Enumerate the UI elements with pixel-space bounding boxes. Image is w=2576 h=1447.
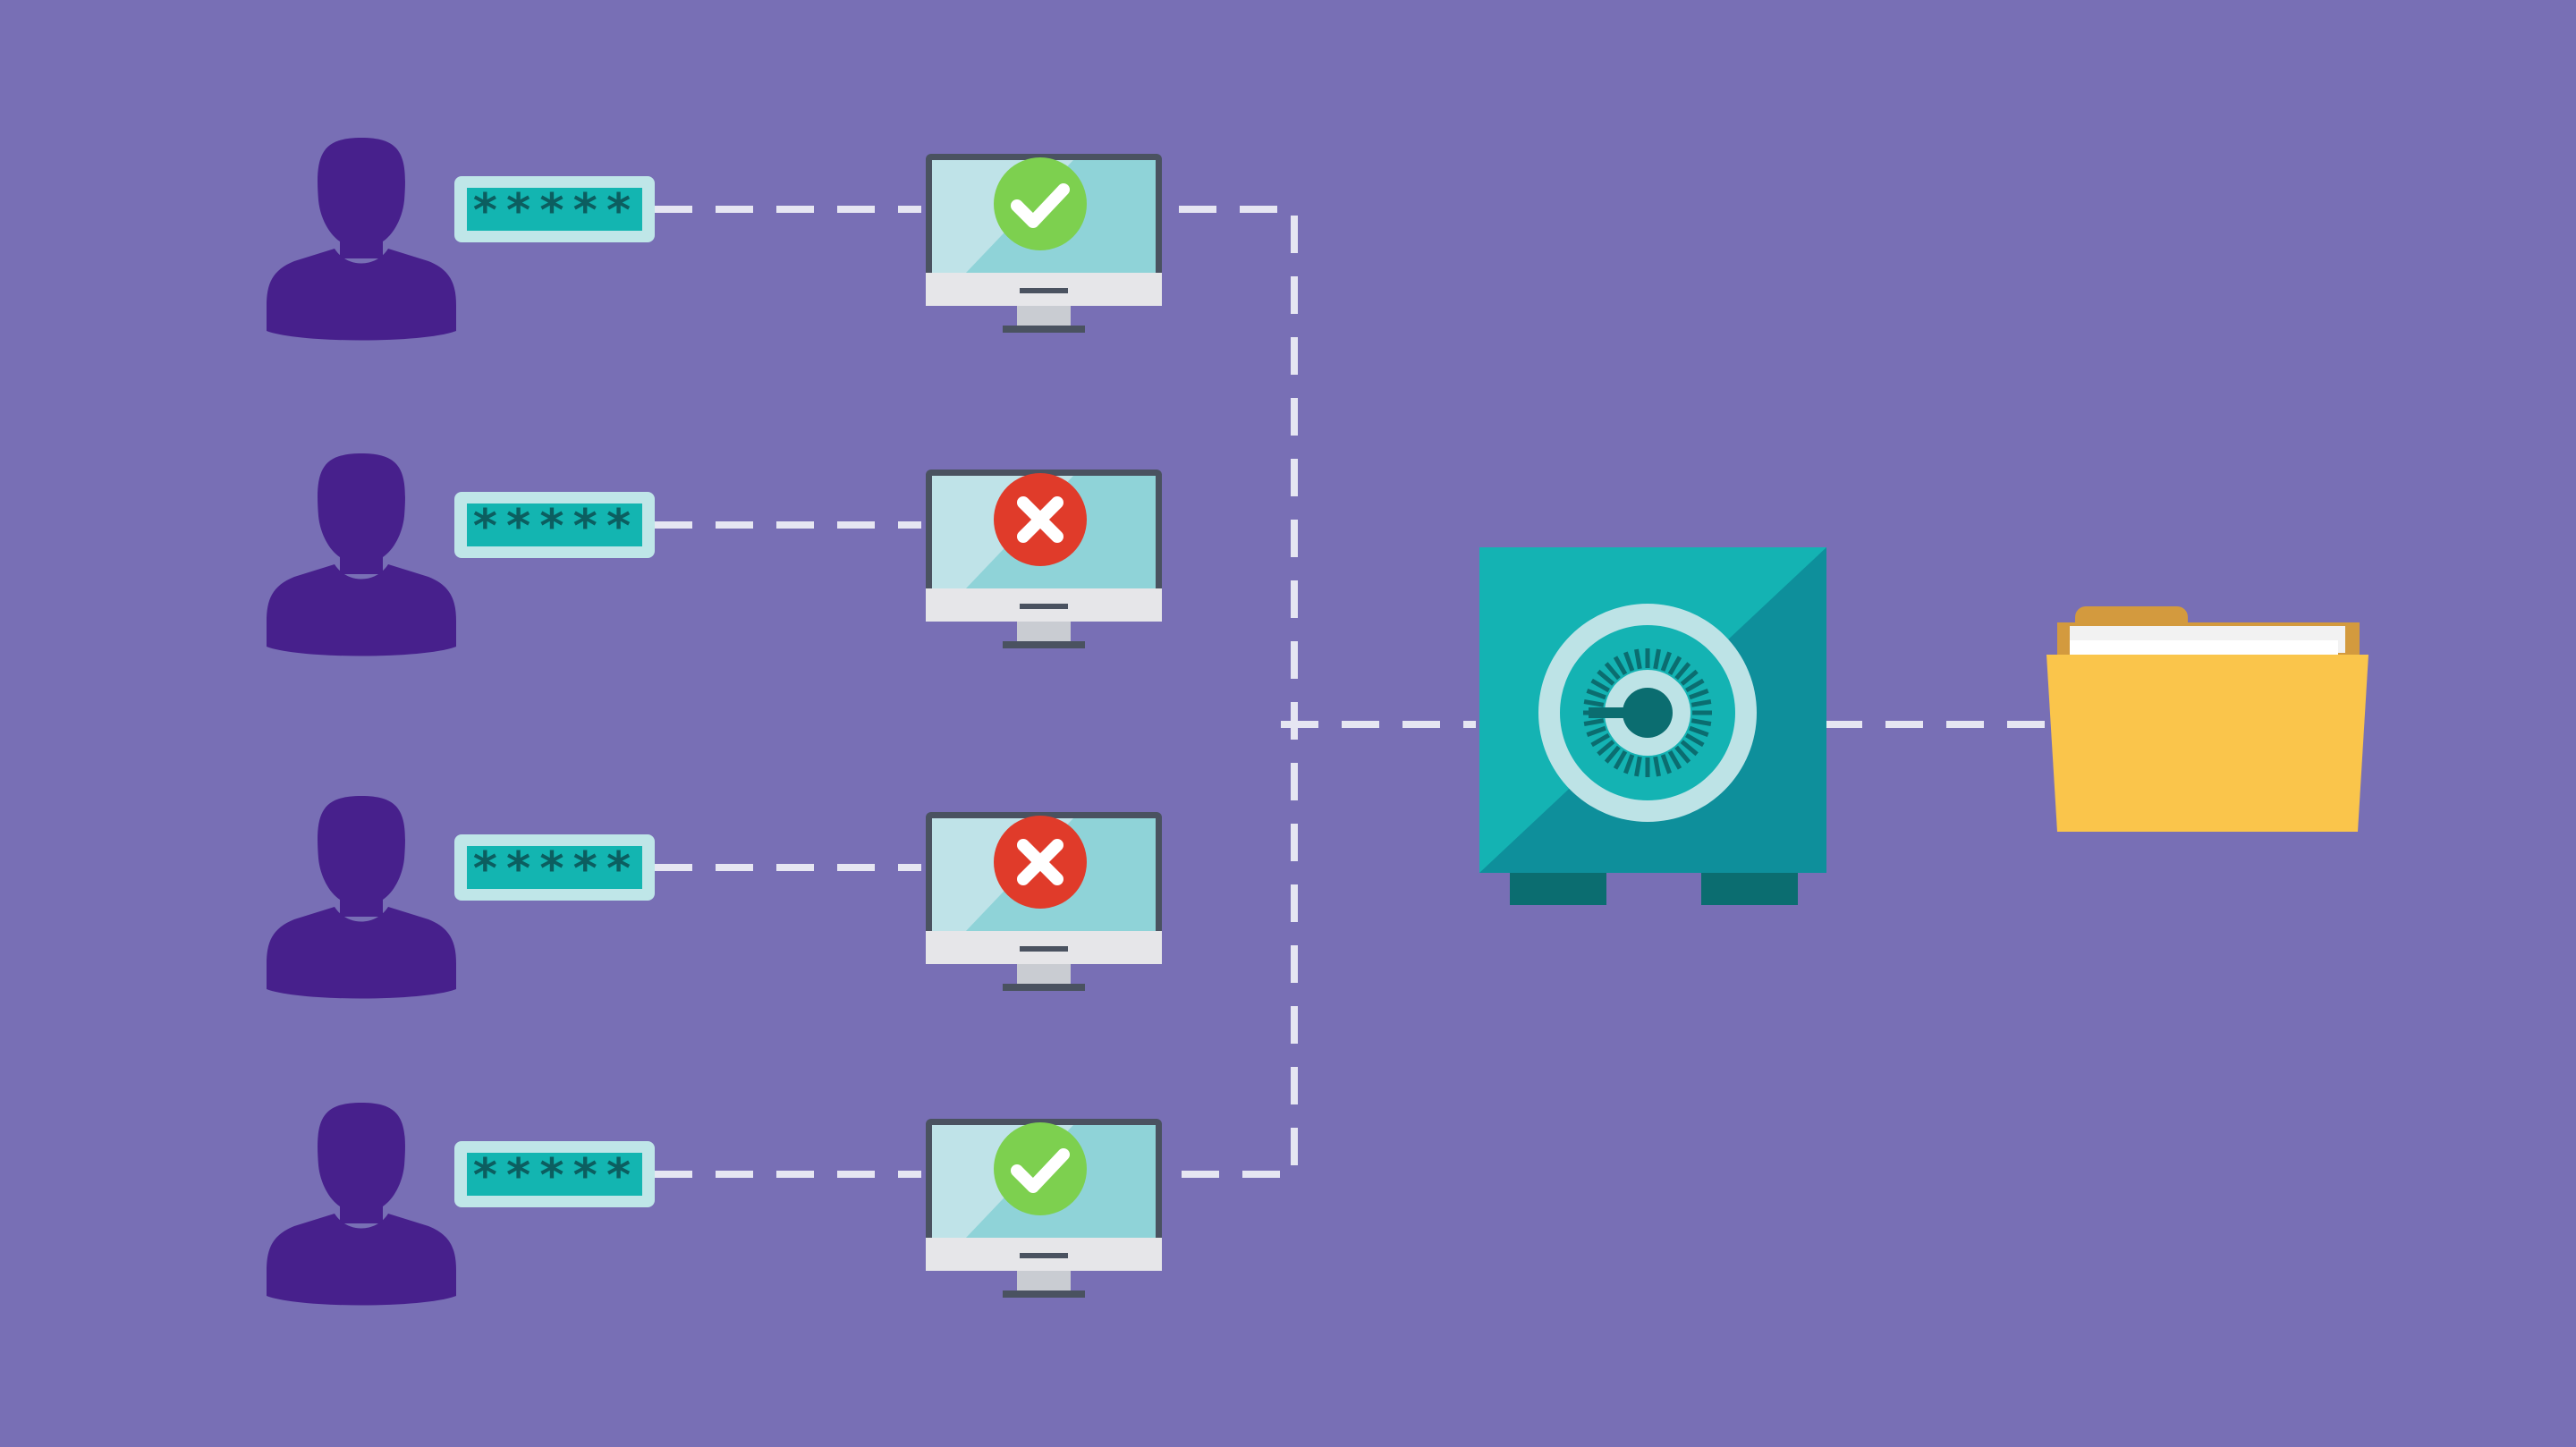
- dial-tick: [1674, 662, 1691, 681]
- dial-center: [1623, 688, 1673, 738]
- dial-tick: [1583, 699, 1605, 707]
- dial-tick: [1634, 648, 1642, 670]
- dial-tick: [1590, 732, 1610, 748]
- password-field-input: [467, 503, 642, 546]
- user-row: *****: [267, 796, 1162, 999]
- checkmark-icon: [994, 1122, 1087, 1215]
- password-mask-text: *****: [471, 184, 639, 238]
- password-field: *****: [454, 834, 655, 901]
- status-badge: [994, 1122, 1087, 1215]
- connectors: [1179, 206, 2048, 1178]
- monitor-base: [1003, 641, 1085, 648]
- checkmark-stroke: [1011, 1148, 1070, 1193]
- password-field-input: [467, 1153, 642, 1196]
- user-head: [318, 1103, 405, 1223]
- password-field-input: [467, 846, 642, 889]
- checkmark-icon: [994, 157, 1087, 250]
- monitor-neck: [1017, 964, 1071, 984]
- monitor-logo: [1020, 604, 1068, 609]
- dial-tick: [1586, 689, 1606, 700]
- dial-tick: [1690, 718, 1712, 726]
- user-icon: [267, 453, 456, 656]
- dial-tick: [1667, 656, 1682, 675]
- dial-tick: [1623, 651, 1635, 672]
- checkmark-stroke: [1011, 183, 1070, 228]
- monitor-logo: [1020, 1253, 1068, 1258]
- monitor-logo: [1020, 288, 1068, 293]
- cross-icon: [994, 473, 1087, 566]
- user-shoulders: [267, 1214, 456, 1306]
- dial-tick: [1623, 754, 1635, 774]
- user-row: *****: [267, 138, 1162, 341]
- user-shoulders: [267, 564, 456, 656]
- password-field: *****: [454, 176, 655, 242]
- user-shoulders: [267, 907, 456, 999]
- monitor-neck: [1017, 1271, 1071, 1290]
- dial-tick: [1597, 740, 1615, 757]
- user-row: *****: [267, 453, 1162, 656]
- dial-tick: [1583, 718, 1605, 726]
- monitor-neck: [1017, 622, 1071, 641]
- vault-icon: [1479, 547, 1826, 905]
- vault: [1479, 547, 1826, 905]
- password-field: *****: [454, 1141, 655, 1207]
- user-head: [318, 796, 405, 917]
- dial-tick: [1674, 745, 1691, 764]
- password-field: *****: [454, 492, 655, 558]
- user-icon: [267, 1103, 456, 1306]
- monitor-neck: [1017, 306, 1071, 326]
- user-icon: [267, 138, 456, 341]
- password-mask-text: *****: [471, 842, 639, 896]
- dial-tick: [1689, 689, 1709, 700]
- monitor-icon: [926, 154, 1162, 333]
- dial-tick: [1653, 648, 1661, 670]
- cross-stroke: [1017, 496, 1063, 543]
- folder-front: [2046, 655, 2368, 832]
- password-mask-text: *****: [471, 500, 639, 554]
- user-head: [318, 138, 405, 258]
- combination-dial-icon: [1538, 604, 1757, 822]
- folder-icon: [2046, 606, 2368, 832]
- dial-tick: [1685, 678, 1705, 693]
- monitor-logo: [1020, 946, 1068, 952]
- dial-tick: [1667, 750, 1682, 770]
- dial-tick: [1653, 756, 1661, 777]
- dial-tick: [1690, 699, 1712, 707]
- dial-tick: [1660, 651, 1672, 672]
- cross-stroke: [1017, 839, 1063, 885]
- password-field-input: [467, 188, 642, 231]
- dial-tick: [1660, 754, 1672, 774]
- dial-tick: [1680, 740, 1699, 757]
- dial-tick: [1597, 669, 1615, 686]
- folder: [2046, 606, 2368, 832]
- monitor-base: [1003, 1290, 1085, 1298]
- monitor-icon: [926, 1119, 1162, 1298]
- dial-tick: [1613, 656, 1628, 675]
- dial-tick: [1613, 750, 1628, 770]
- monitor-base: [1003, 326, 1085, 333]
- monitor-base: [1003, 984, 1085, 991]
- dial-tick: [1586, 725, 1606, 737]
- dial-tick: [1689, 725, 1709, 737]
- dial-ticks: [1583, 648, 1712, 777]
- status-badge: [994, 157, 1087, 250]
- user-head: [318, 453, 405, 574]
- dial-tick: [1634, 756, 1642, 777]
- dial-tick: [1604, 662, 1621, 681]
- user-row: *****: [267, 1103, 1162, 1306]
- user-shoulders: [267, 249, 456, 341]
- user-rows: ***** ***** ***** *****: [267, 138, 1162, 1306]
- password-mask-text: *****: [471, 1149, 639, 1203]
- dial-tick: [1604, 745, 1621, 764]
- dial-tick: [1680, 669, 1699, 686]
- dial-tick: [1590, 678, 1610, 693]
- dial-tick: [1685, 732, 1705, 748]
- user-icon: [267, 796, 456, 999]
- cross-icon: [994, 816, 1087, 909]
